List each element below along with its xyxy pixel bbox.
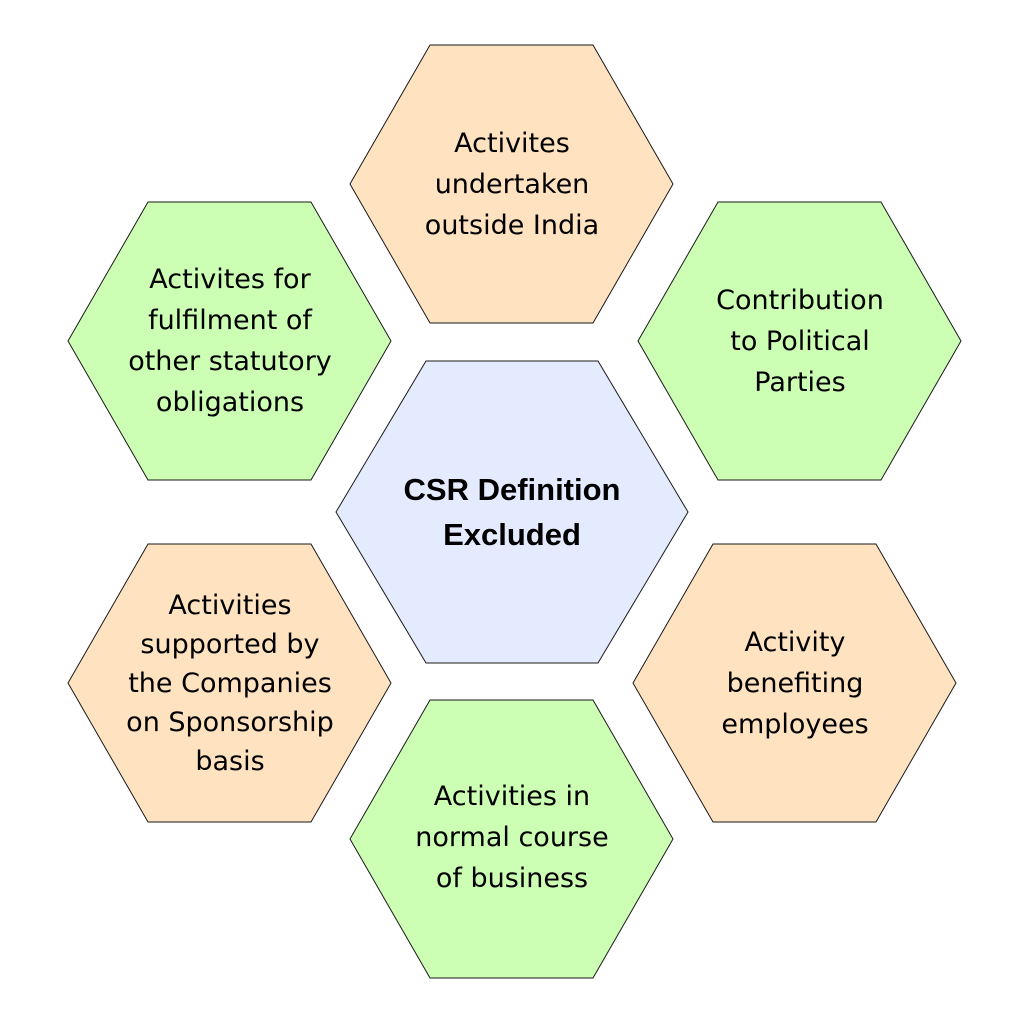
hexagon-lower-left xyxy=(67,543,392,823)
hexagon-upper-left-label: Activites for fulfilment of other statut… xyxy=(128,264,332,418)
center-hexagon-label-box: CSR Definition Excluded xyxy=(376,430,648,594)
center-hexagon xyxy=(335,360,689,664)
hexagon-lower-right-label-box: Activity benefiting employees xyxy=(657,583,933,783)
hexagon-upper-right xyxy=(637,201,962,481)
hexagon-bottom-label: Activities in normal course of business xyxy=(415,780,609,894)
hexagon-upper-left-label-box: Activites for fulfilment of other statut… xyxy=(92,241,368,441)
hexagon-bottom xyxy=(349,699,674,979)
hexagon-top-label-box: Activites undertaken outside India xyxy=(375,84,649,284)
hexagon-top xyxy=(349,44,674,324)
hexagon-upper-left xyxy=(67,201,392,481)
hexagon-upper-right-label-box: Contribution to Political Parties xyxy=(662,241,938,441)
hexagon-lower-left-label: Activities supported by the Companies on… xyxy=(126,589,334,777)
hexagon-lower-left-label-box: Activities supported by the Companies on… xyxy=(82,572,378,794)
hexagon-lower-right-label: Activity benefiting employees xyxy=(721,626,869,740)
hexagon-top-label: Activites undertaken outside India xyxy=(424,127,600,241)
hexagon-upper-right-label: Contribution to Political Parties xyxy=(716,284,884,398)
center-hexagon-label: CSR Definition Excluded xyxy=(403,472,621,552)
hexagon-bottom-label-box: Activities in normal course of business xyxy=(375,737,649,937)
hexagon-lower-right xyxy=(632,543,957,823)
